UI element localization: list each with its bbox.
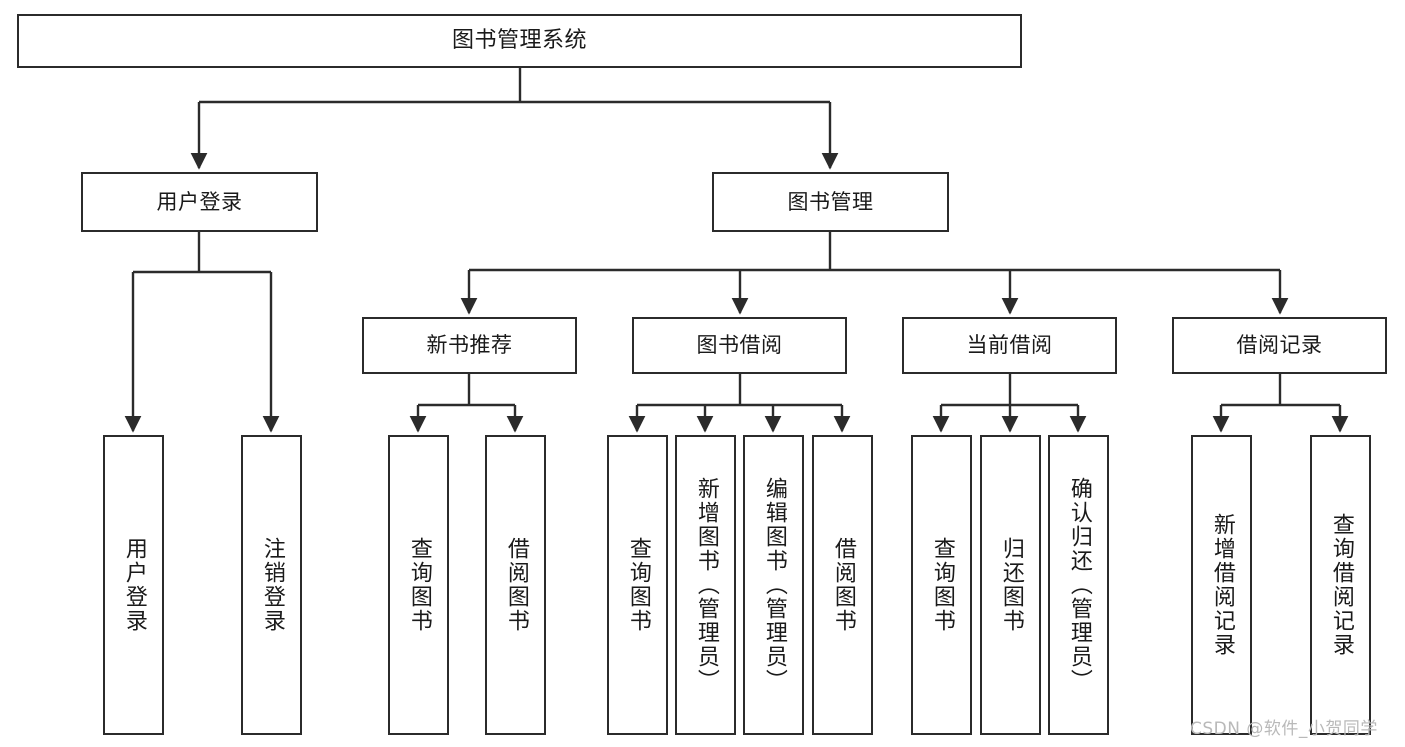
node-leaf-confirm-return-admin-label: 确认归还（管理员） [1066, 477, 1092, 693]
node-book-borrow-label: 图书借阅 [696, 333, 783, 358]
node-leaf-edit-book-admin-label: 编辑图书（管理员） [761, 477, 787, 693]
node-current-borrow-label: 当前借阅 [966, 333, 1053, 358]
node-leaf-add-book-admin-label: 新增图书（管理员） [693, 477, 719, 693]
node-leaf-logout-label: 注销登录 [259, 537, 285, 633]
node-root-system-label: 图书管理系统 [451, 28, 587, 54]
node-new-book-recommend-label: 新书推荐 [426, 333, 513, 358]
node-borrow-record-label: 借阅记录 [1236, 333, 1323, 358]
node-leaf-newbook-query-book-label: 查询图书 [406, 537, 432, 633]
node-leaf-borrow-book[interactable]: 借阅图书 [812, 435, 873, 735]
node-user-login-label: 用户登录 [156, 189, 243, 214]
node-leaf-edit-book-admin[interactable]: 编辑图书（管理员） [743, 435, 804, 735]
node-leaf-borrow-query-book[interactable]: 查询图书 [607, 435, 668, 735]
node-leaf-logout[interactable]: 注销登录 [241, 435, 302, 735]
node-leaf-add-borrow-record-label: 新增借阅记录 [1209, 513, 1235, 657]
node-leaf-newbook-query-book[interactable]: 查询图书 [388, 435, 449, 735]
node-user-login[interactable]: 用户登录 [81, 172, 318, 232]
node-current-borrow[interactable]: 当前借阅 [902, 317, 1117, 374]
node-leaf-current-query-book[interactable]: 查询图书 [911, 435, 972, 735]
node-leaf-borrow-query-book-label: 查询图书 [625, 537, 651, 633]
node-borrow-record[interactable]: 借阅记录 [1172, 317, 1387, 374]
node-new-book-recommend[interactable]: 新书推荐 [362, 317, 577, 374]
node-leaf-current-query-book-label: 查询图书 [929, 537, 955, 633]
node-leaf-user-login[interactable]: 用户登录 [103, 435, 164, 735]
node-leaf-add-borrow-record[interactable]: 新增借阅记录 [1191, 435, 1252, 735]
node-root-system[interactable]: 图书管理系统 [17, 14, 1022, 68]
node-leaf-add-book-admin[interactable]: 新增图书（管理员） [675, 435, 736, 735]
node-leaf-query-borrow-record-label: 查询借阅记录 [1328, 513, 1354, 657]
node-book-management-label: 图书管理 [787, 189, 874, 214]
node-leaf-query-borrow-record[interactable]: 查询借阅记录 [1310, 435, 1371, 735]
node-leaf-confirm-return-admin[interactable]: 确认归还（管理员） [1048, 435, 1109, 735]
watermark-text: CSDN @软件_小贺同学 [1190, 719, 1378, 739]
node-leaf-return-book[interactable]: 归还图书 [980, 435, 1041, 735]
node-leaf-newbook-borrow-book-label: 借阅图书 [503, 537, 529, 633]
node-book-management[interactable]: 图书管理 [712, 172, 949, 232]
node-book-borrow[interactable]: 图书借阅 [632, 317, 847, 374]
node-leaf-newbook-borrow-book[interactable]: 借阅图书 [485, 435, 546, 735]
node-leaf-user-login-label: 用户登录 [121, 537, 147, 633]
node-leaf-borrow-book-label: 借阅图书 [830, 537, 856, 633]
node-leaf-return-book-label: 归还图书 [998, 537, 1024, 633]
